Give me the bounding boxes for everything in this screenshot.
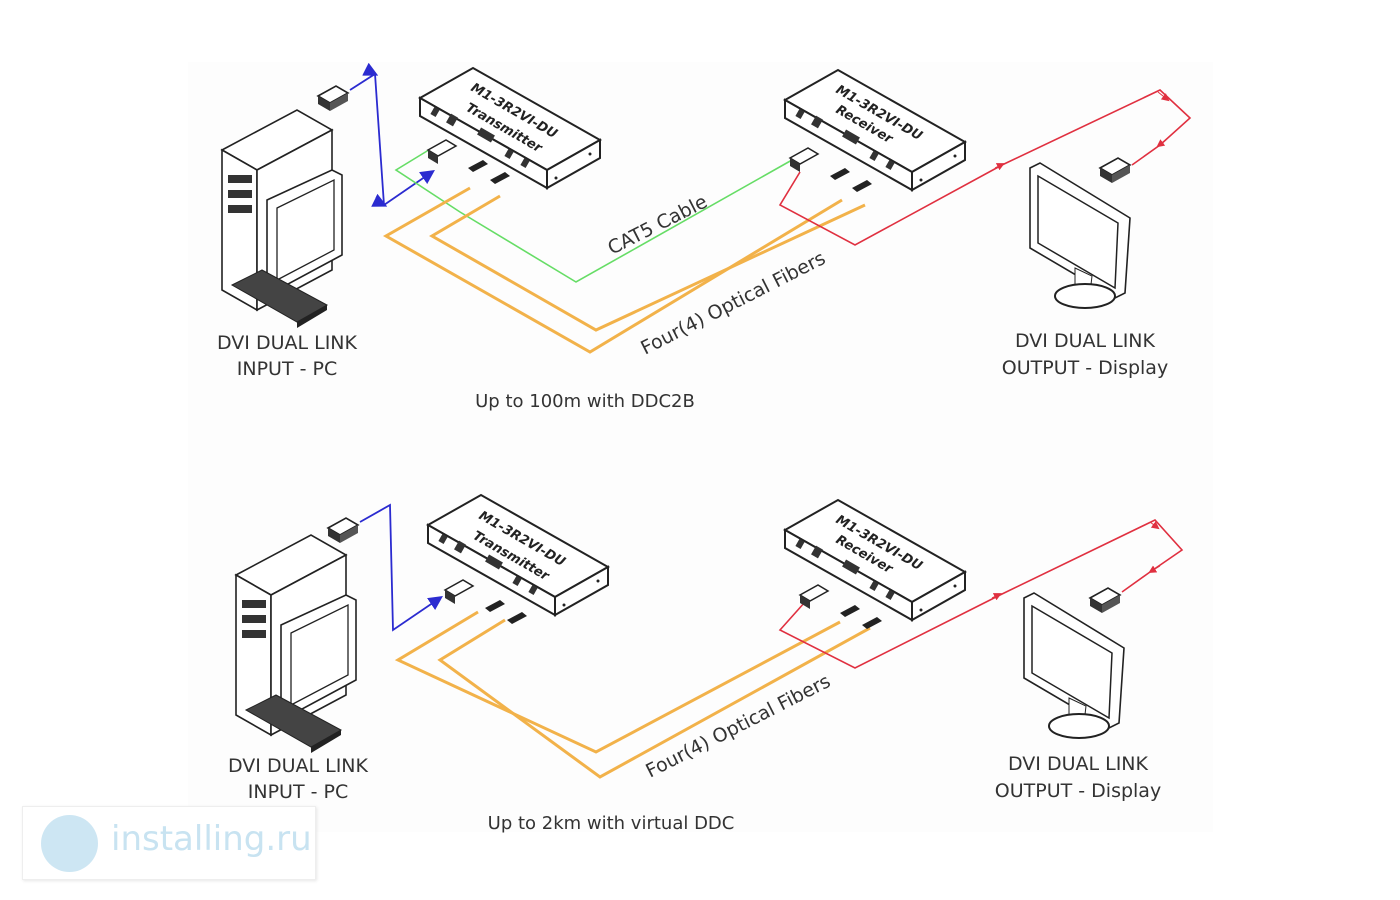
dvi-plug-icon: [1099, 157, 1131, 184]
cat5-cable: [394, 147, 793, 283]
output-label-line1: DVI DUAL LINK: [1008, 753, 1148, 775]
watermark-text: installing.ru: [111, 819, 312, 859]
dvi-plug-icon: [1089, 587, 1121, 614]
input-label-line2: INPUT - PC: [237, 358, 337, 380]
optical-fiber-2: [437, 618, 871, 779]
input-label-line1: DVI DUAL LINK: [228, 755, 368, 777]
source-pc-icon: [235, 534, 357, 754]
optical-fiber-1: [394, 610, 841, 754]
output-label-line2: OUTPUT - Display: [1002, 357, 1168, 379]
dvi-input-cable: [359, 503, 443, 632]
optical-fiber-1: [382, 186, 843, 354]
dvi-input-cable: [349, 62, 435, 207]
display-monitor-icon: [1023, 592, 1125, 739]
dvi-plug-icon: [327, 517, 359, 544]
optical-fiber-2: [429, 194, 866, 332]
cat5-cable-label: CAT5 Cable: [604, 191, 711, 260]
distance-caption: Up to 2km with virtual DDC: [488, 813, 735, 834]
watermark-logo-icon: [41, 815, 98, 872]
bottom-panel: M1-3R2VI-DU Transmitter M1-3R2VI-DU Rece…: [228, 494, 1184, 834]
display-monitor-icon: [1029, 162, 1131, 309]
source-pc-icon: [221, 109, 343, 329]
distance-caption: Up to 100m with DDC2B: [475, 391, 695, 412]
input-label-line2: INPUT - PC: [248, 781, 348, 803]
watermark: installing.ru: [22, 806, 316, 880]
fiber-label: Four(4) Optical Fibers: [642, 670, 834, 782]
output-label-line2: OUTPUT - Display: [995, 780, 1161, 802]
top-panel: M1-3R2VI-DU Transmitter M1-3R2VI-DU Rece…: [217, 62, 1192, 412]
dvi-plug-icon: [317, 85, 349, 112]
input-label-line1: DVI DUAL LINK: [217, 332, 357, 354]
output-label-line1: DVI DUAL LINK: [1015, 330, 1155, 352]
